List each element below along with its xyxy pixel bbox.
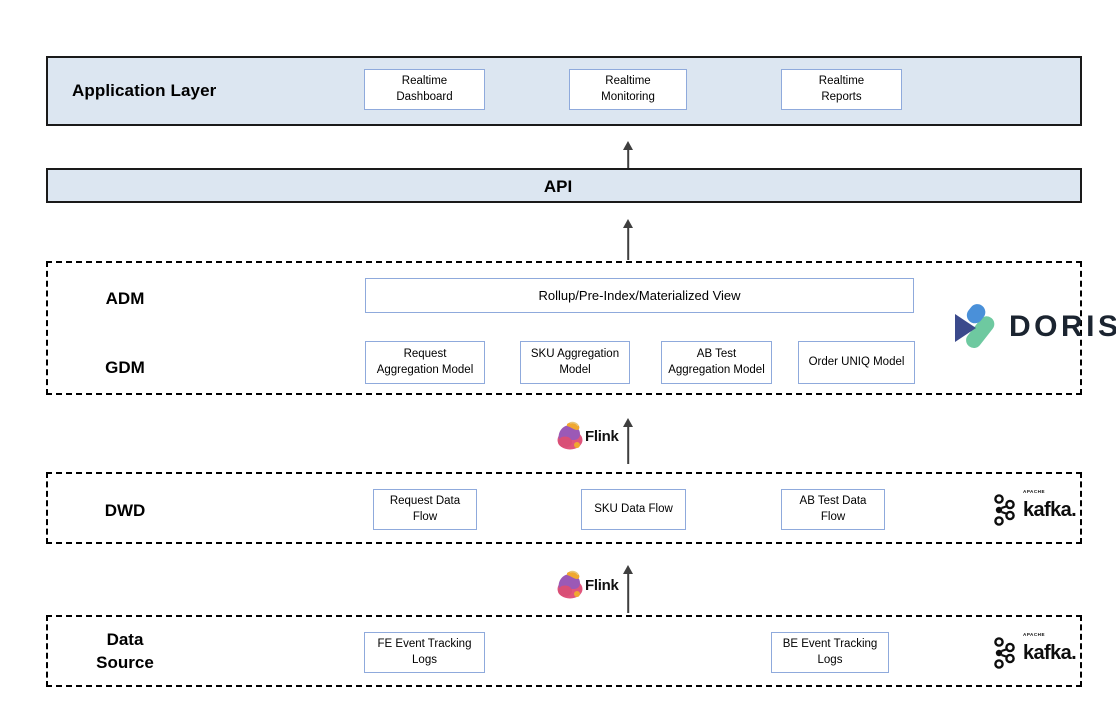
kafka-logo-data-source: APACHE kafka.: [993, 632, 1077, 669]
realtime-reports-box[interactable]: Realtime Reports: [781, 69, 902, 110]
gdm-section-label: GDM: [105, 358, 145, 377]
adm-section-label: ADM: [105, 289, 145, 308]
kafka-mark-icon: [994, 494, 1015, 526]
kafka-wordmark: kafka.: [1023, 641, 1077, 664]
kafka-mark-icon: [994, 637, 1015, 669]
flink-logo-upper: Flink: [553, 420, 619, 452]
flink-squirrel-icon: [557, 570, 583, 599]
flink-logo-lower: Flink: [553, 569, 619, 601]
realtime-monitoring-box[interactable]: Realtime Monitoring: [569, 69, 687, 110]
ab-test-data-flow-box[interactable]: AB Test Data Flow: [781, 489, 885, 530]
ab-test-aggregation-model-box[interactable]: AB Test Aggregation Model: [661, 341, 772, 384]
flink-squirrel-icon: [557, 421, 583, 450]
application-layer-bar: [46, 56, 1082, 126]
request-data-flow-box[interactable]: Request Data Flow: [373, 489, 477, 530]
fe-event-tracking-logs-box[interactable]: FE Event Tracking Logs: [364, 632, 485, 673]
doris-mark-icon: [955, 304, 995, 349]
warehouse-layer-container: [46, 261, 1082, 395]
dwd-section-label: DWD: [104, 501, 146, 520]
dwd-layer-container: [46, 472, 1082, 544]
rollup-pre-index-materialized-view-box[interactable]: Rollup/Pre-Index/Materialized View: [365, 278, 914, 313]
order-uniq-model-box[interactable]: Order UNIQ Model: [798, 341, 915, 384]
doris-wordmark: DORIS: [1009, 310, 1116, 343]
kafka-apache-label: APACHE: [1023, 631, 1046, 637]
application-layer-title: Application Layer: [72, 81, 217, 100]
kafka-logo-dwd: APACHE kafka.: [993, 489, 1077, 526]
sku-data-flow-box[interactable]: SKU Data Flow: [581, 489, 686, 530]
api-layer-bar: [46, 168, 1082, 203]
be-event-tracking-logs-box[interactable]: BE Event Tracking Logs: [771, 632, 889, 673]
flink-wordmark-upper: Flink: [585, 427, 619, 445]
sku-aggregation-model-box[interactable]: SKU Aggregation Model: [520, 341, 630, 384]
data-source-layer-container: [46, 615, 1082, 687]
request-aggregation-model-box[interactable]: Request Aggregation Model: [365, 341, 485, 384]
doris-logo: DORIS: [952, 302, 1116, 352]
realtime-dashboard-box[interactable]: Realtime Dashboard: [364, 69, 485, 110]
api-layer-title: API: [543, 177, 573, 196]
flink-wordmark-lower: Flink: [585, 576, 619, 594]
kafka-apache-label: APACHE: [1023, 488, 1046, 494]
kafka-wordmark: kafka.: [1023, 498, 1077, 521]
data-source-section-label: Data Source: [96, 630, 154, 672]
